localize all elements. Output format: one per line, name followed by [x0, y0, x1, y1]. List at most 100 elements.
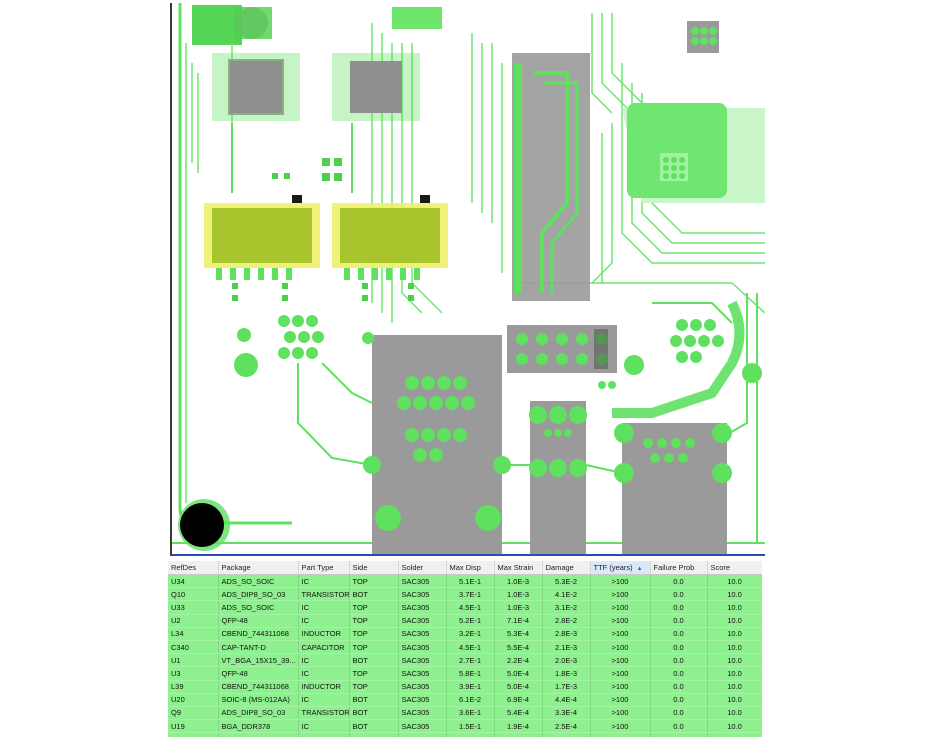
table-cell: SAC305: [398, 693, 447, 707]
table-cell: 0.0: [650, 706, 708, 721]
table-cell: 0.0: [650, 680, 708, 694]
table-cell: 10.0: [707, 627, 762, 641]
pcb-layout-view[interactable]: [170, 3, 765, 556]
connector-j2: [614, 423, 732, 554]
mounting-hole: [180, 503, 224, 547]
col-package[interactable]: Package: [218, 561, 299, 575]
header-connector: [507, 325, 617, 373]
table-cell: 3.1E-2: [542, 600, 591, 615]
table-cell: 2.7E-1: [446, 653, 495, 668]
table-cell: >100: [590, 587, 651, 602]
col-ttf[interactable]: TTF (years)▲: [590, 561, 651, 575]
col-part-type[interactable]: Part Type: [298, 561, 350, 575]
table-cell: 2.8E-3: [542, 627, 591, 641]
connector-pad: [192, 5, 242, 45]
table-cell: BOT: [349, 719, 399, 734]
table-cell: >100: [590, 574, 651, 589]
table-cell: 5.1E-1: [446, 574, 495, 589]
col-solder[interactable]: Solder: [398, 561, 447, 575]
table-cell: 1.5E-1: [446, 719, 495, 734]
table-cell: CAP-TANT-D: [218, 640, 299, 655]
table-cell: 0.0: [650, 574, 708, 589]
table-cell: >100: [590, 680, 651, 694]
table-cell: 10.0: [707, 680, 762, 694]
col-damage[interactable]: Damage: [542, 561, 591, 575]
table-cell: 3.2E-1: [446, 627, 495, 641]
table-cell: >100: [590, 600, 651, 615]
table-cell: RESISTOR: [298, 732, 350, 737]
sort-ascending-icon: ▲: [636, 566, 643, 572]
table-cell: Q9: [168, 706, 219, 721]
table-cell: 5.5E-4: [494, 640, 543, 655]
table-cell: QFP-48: [218, 666, 299, 681]
table-cell: 4.1E-2: [542, 587, 591, 602]
table-cell: QFP-48: [218, 614, 299, 628]
table-cell: SAC305: [398, 706, 447, 721]
table-cell: BOT: [349, 693, 399, 707]
table-cell: 0.0: [650, 719, 708, 734]
col-failure-prob[interactable]: Failure Prob: [650, 561, 708, 575]
table-cell: SAC305: [398, 640, 447, 655]
table-cell: U1: [168, 653, 219, 668]
col-ttf-label: TTF (years): [593, 563, 633, 572]
table-cell: 6.1E-2: [446, 693, 495, 707]
table-cell: 4.1E-1: [446, 732, 495, 737]
table-cell: 1.0E-3: [494, 587, 543, 602]
table-cell: 10.0: [707, 574, 762, 589]
table-cell: >100: [590, 706, 651, 721]
table-cell: 1.8E-3: [542, 666, 591, 681]
table-cell: 5.8E-1: [446, 666, 495, 681]
table-cell: U34: [168, 574, 219, 589]
table-cell: 10.0: [707, 666, 762, 681]
pcb-canvas[interactable]: [172, 3, 765, 554]
table-cell: SAC305: [398, 600, 447, 615]
table-cell: 10.0: [707, 587, 762, 602]
table-cell: L34: [168, 627, 219, 641]
table-cell: 2.8E-2: [542, 614, 591, 628]
table-cell: >100: [590, 666, 651, 681]
col-side[interactable]: Side: [349, 561, 399, 575]
table-cell: 10.0: [707, 706, 762, 721]
table-cell: BOT: [349, 706, 399, 721]
table-cell: 0.0: [650, 732, 708, 737]
table-cell: 6.9E-4: [494, 693, 543, 707]
table-cell: >100: [590, 640, 651, 655]
col-score[interactable]: Score: [707, 561, 762, 575]
table-cell: 1.7E-3: [542, 680, 591, 694]
table-cell: 3.3E-4: [542, 706, 591, 721]
table-cell: U3: [168, 666, 219, 681]
table-cell: TOP: [349, 614, 399, 628]
table-cell: 0402: [218, 732, 299, 737]
table-cell: >100: [590, 719, 651, 734]
col-max-strain[interactable]: Max Strain: [494, 561, 543, 575]
table-cell: SAC305: [398, 666, 447, 681]
table-cell: TOP: [349, 574, 399, 589]
table-cell: 0.0: [650, 653, 708, 668]
table-cell: C340: [168, 640, 219, 655]
table-cell: 8.6E-5: [542, 732, 591, 737]
table-cell: 1.0E-3: [494, 574, 543, 589]
inductor-l34-highlight: [204, 195, 320, 268]
table-cell: SAC305: [398, 719, 447, 734]
table-cell: 0.0: [650, 666, 708, 681]
table-cell: L39: [168, 680, 219, 694]
col-refdes[interactable]: RefDes: [168, 561, 219, 575]
table-cell: 3.9E-1: [446, 680, 495, 694]
col-max-disp[interactable]: Max Disp: [446, 561, 495, 575]
table-row[interactable]: R3330402RESISTORBOTSAC3054.1E-11.3E-38.6…: [168, 732, 762, 737]
table-cell: IC: [298, 719, 350, 734]
table-cell: 5.0E-4: [494, 666, 543, 681]
table-cell: SAC305: [398, 574, 447, 589]
